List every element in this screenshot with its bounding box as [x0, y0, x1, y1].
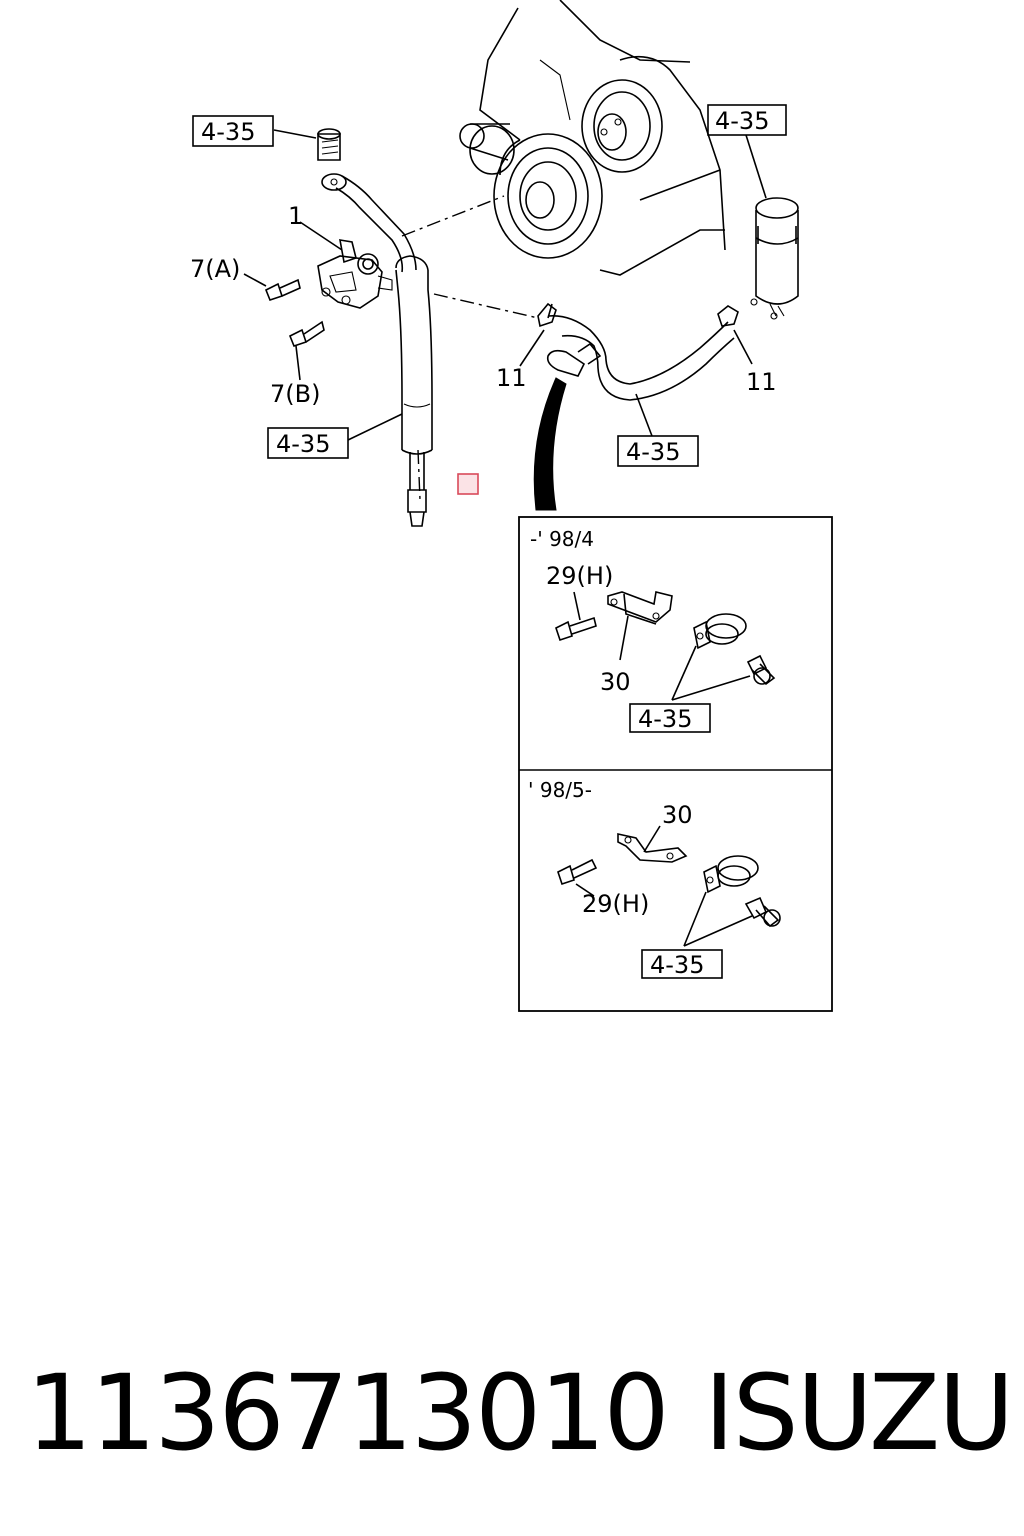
part-11-left-label: 11: [496, 364, 527, 392]
bolt-7a: 7(A): [190, 255, 301, 301]
alignment-line: [417, 449, 421, 501]
ref-label: 4-35: [626, 438, 680, 466]
inset-early-model: -' 98/4 29(H) 30 4-35: [530, 527, 776, 733]
part-1-label: 1: [288, 202, 303, 230]
bracket-30-label: 30: [662, 801, 693, 829]
ref-label: 4-35: [276, 430, 330, 458]
return-hose: 11 11 4-35: [496, 302, 777, 467]
bracket-30-label: 30: [600, 668, 631, 696]
date-range-label: ' 98/5-: [528, 778, 592, 802]
top-bolt: [273, 128, 341, 161]
steering-pump: 1: [288, 202, 393, 309]
ref-label: 4-35: [638, 705, 692, 733]
part-7a-label: 7(A): [190, 255, 240, 283]
part-11-right-label: 11: [746, 368, 777, 396]
footer-caption: 1136713010 ISUZU: [0, 1352, 1024, 1474]
bolt-29h-label: 29(H): [546, 562, 613, 590]
bolt-29h-label: 29(H): [582, 890, 649, 918]
ref-label: 4-35: [201, 118, 255, 146]
ref-label: 4-35: [715, 107, 769, 135]
brand-name: ISUZU: [704, 1352, 1014, 1474]
ref-box-top-left: 4-35: [192, 115, 274, 147]
alignment-line: [433, 293, 539, 319]
part-7b-label: 7(B): [270, 380, 320, 408]
part-number: 1136713010: [26, 1352, 670, 1474]
reservoir: 4-35: [707, 104, 799, 320]
bolt-7b: 7(B): [270, 320, 325, 408]
engine-block: [459, 0, 726, 276]
alignment-line: [401, 195, 505, 237]
date-range-label: -' 98/4: [530, 527, 594, 551]
inset-pointer: [533, 377, 567, 511]
inset-late-model: ' 98/5- 30 29(H) 4-35: [528, 778, 781, 979]
pressure-hose: [321, 173, 433, 527]
ref-box-hose-left: 4-35: [267, 413, 403, 459]
detail-inset: -' 98/4 29(H) 30 4-35: [518, 516, 833, 1012]
marker-square: [457, 473, 479, 495]
ref-label: 4-35: [650, 951, 704, 979]
